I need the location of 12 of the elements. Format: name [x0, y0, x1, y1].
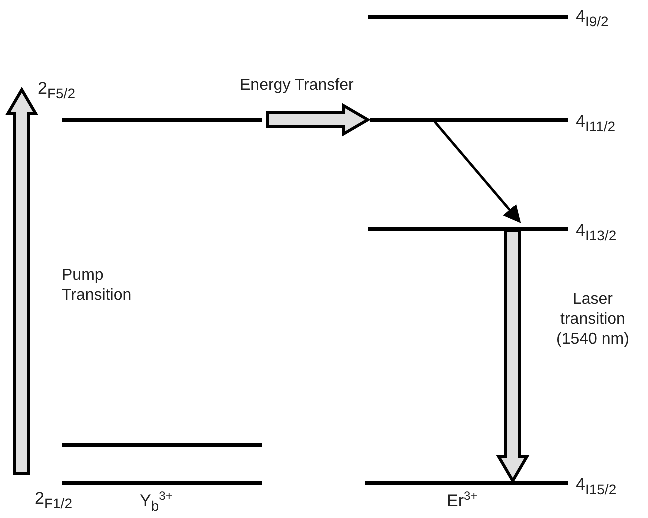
edge-label: Energy Transfer — [240, 76, 354, 96]
term-symbol: 2$_{F5/2}$ — [38, 80, 76, 100]
term-symbol: 4$_{I15/2}$ — [576, 476, 617, 496]
block-arrow — [5, 87, 39, 476]
block-arrow — [496, 230, 530, 484]
term-symbol: 4$_{I9/2}$ — [576, 8, 609, 28]
term-symbol: 2$_{F1/2}$ — [35, 490, 72, 510]
block-arrow — [266, 103, 371, 137]
arrow — [434, 121, 522, 224]
ion-label: Er$^{3+}$ — [447, 490, 478, 510]
term-symbol: 4$_{I11/2}$ — [576, 113, 616, 134]
term-symbol: 4$_{I13/2}$ — [576, 222, 617, 242]
